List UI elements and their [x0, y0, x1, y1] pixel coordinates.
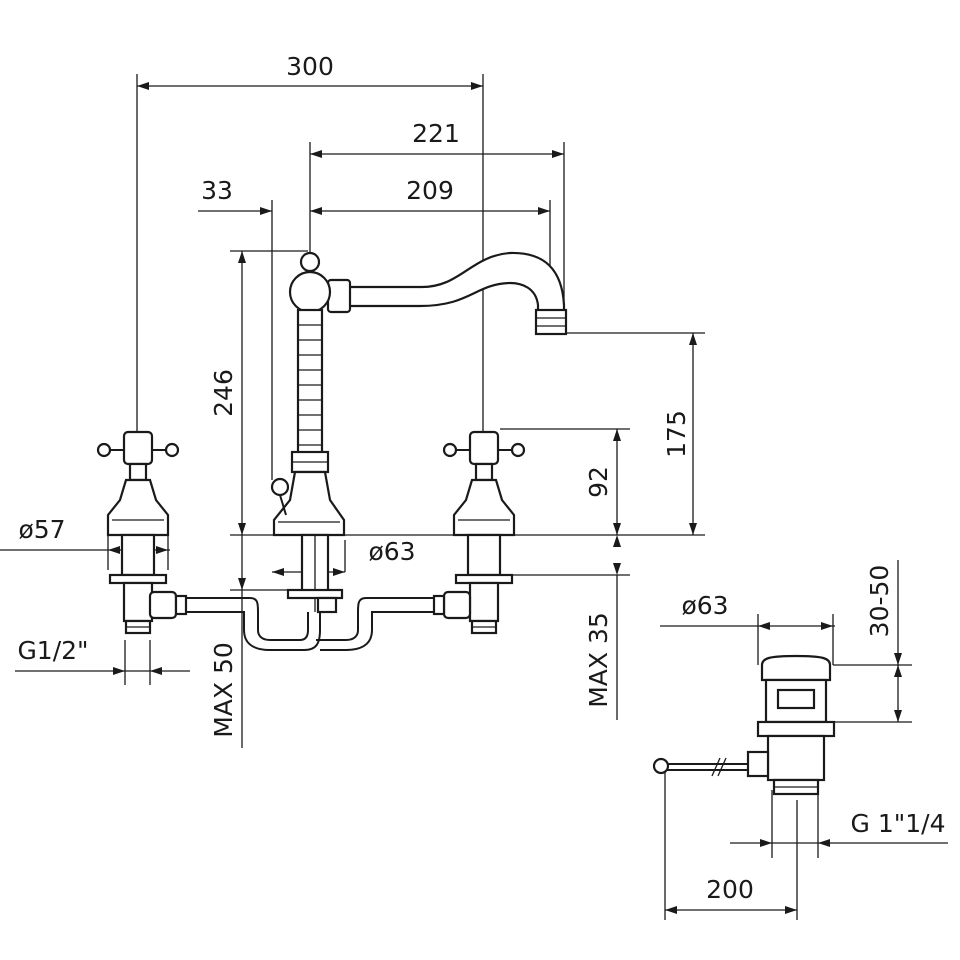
dim-spout-projection: 209 [406, 176, 454, 205]
dim-waste-rod: 200 [706, 875, 754, 904]
dim-max-under-right: MAX 35 [584, 612, 613, 708]
spout-assembly [270, 251, 568, 614]
dim-inlet-thread: G1/2" [17, 636, 88, 665]
pop-up-waste [652, 654, 836, 796]
dim-outlet-height: 175 [662, 410, 691, 458]
dim-spout-height: 246 [209, 369, 238, 417]
dim-width-total: 300 [286, 52, 334, 81]
left-handle-valve [96, 430, 180, 635]
dimension-labels: 300 221 33 209 246 175 92 ø57 ø63 G1/2" … [17, 52, 945, 904]
dim-waste-thread: G 1"1/4 [851, 809, 946, 838]
dim-waste-diameter: ø63 [681, 591, 728, 620]
dim-handle-diameter: ø57 [18, 515, 65, 544]
dim-spout-offset: 33 [201, 176, 233, 205]
connecting-pipes [148, 590, 472, 651]
dim-max-under-left: MAX 50 [209, 642, 238, 738]
dim-waste-height: 30-50 [865, 565, 894, 638]
dim-base-diameter: ø63 [368, 537, 415, 566]
dim-spout-reach: 221 [412, 119, 460, 148]
dim-handle-height: 92 [584, 466, 613, 498]
right-handle-valve [442, 430, 526, 635]
